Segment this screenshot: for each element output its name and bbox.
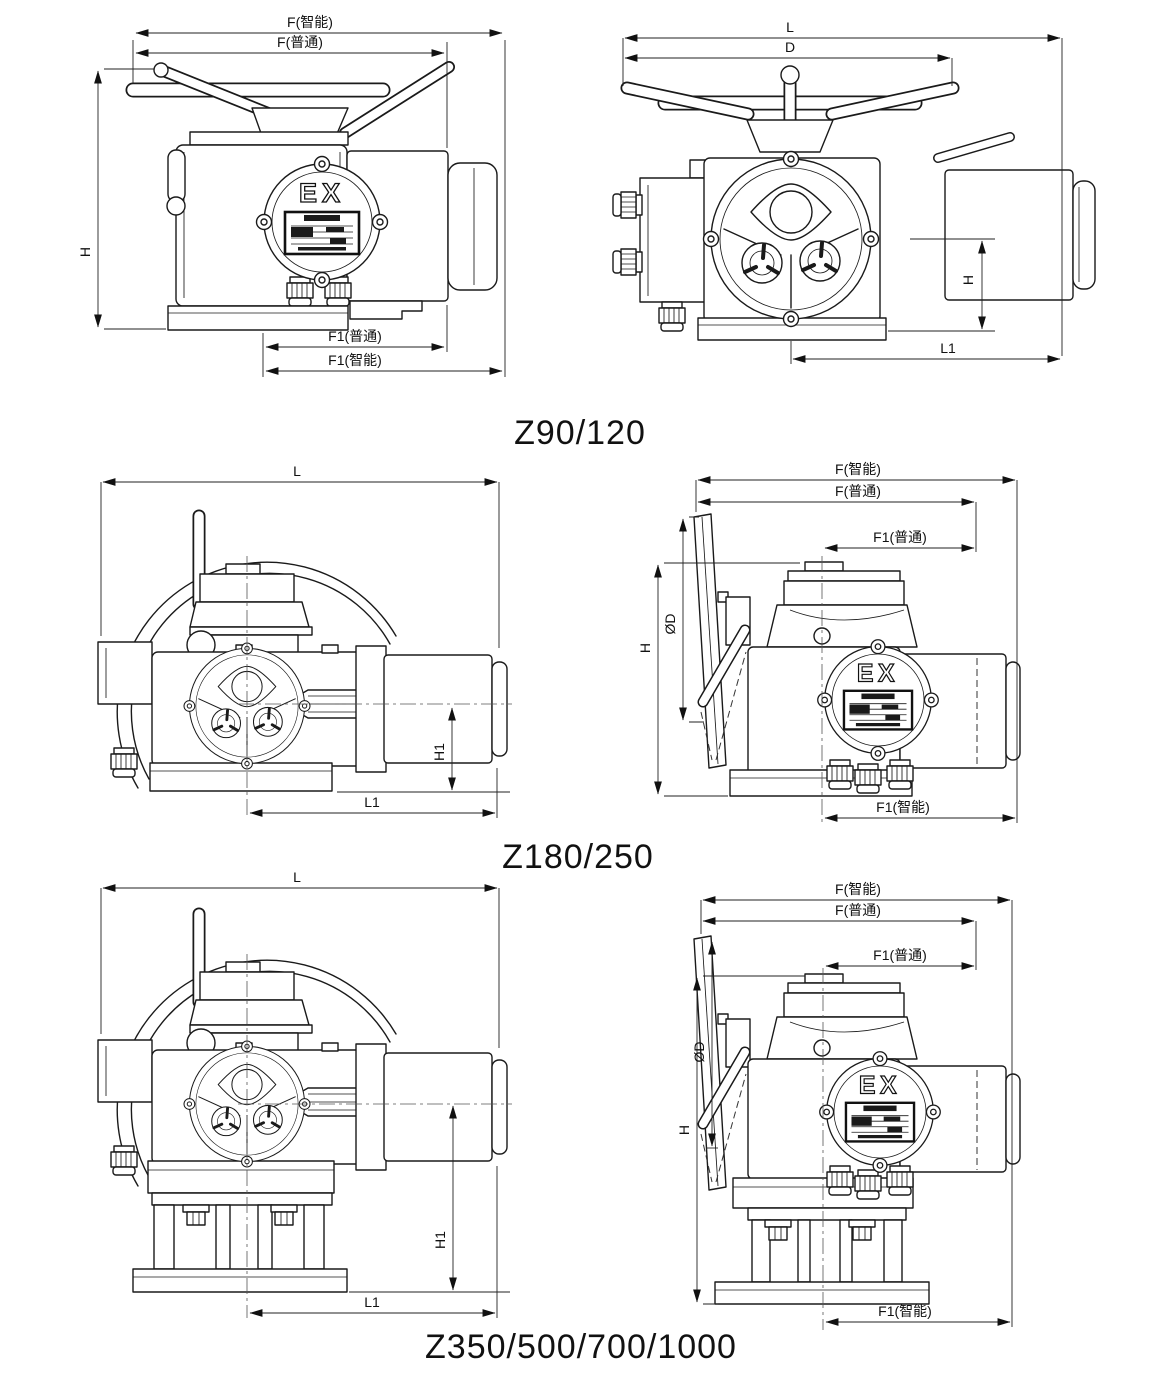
dim-label-f1-normal: F1(普通) [328,328,382,344]
dim-label-h: H [77,247,93,257]
dimensions-z180-front: F(智能) F(普通) F1(普通) H ØD F1(智能) [637,461,1018,823]
base-plate [149,762,333,792]
base-plate [697,317,887,341]
handwheel [125,61,455,139]
dim-label-f1-smart: F1(智能) [328,352,382,368]
top-compartment [766,973,918,1060]
dim-label-f1-smart: F1(智能) [876,799,930,815]
view-z350-front: F(智能) F(普通) F1(普通) H ØD F1(智能) [676,881,1021,1330]
dim-label-l1: L1 [364,794,380,810]
dim-label-l: L [293,463,301,479]
dim-label-l1: L1 [940,340,956,356]
dim-label-f1-normal: F1(普通) [873,947,927,963]
dimensions-z90-front: L D H L1 [622,19,1063,364]
dim-label-f-smart: F(智能) [835,881,881,897]
dimensions-z350-side: L H1 L1 [100,869,510,1318]
dim-label-phi-d: ØD [662,614,678,635]
dim-label-h: H [960,275,976,285]
view-z90-front: L D H L1 [612,19,1096,364]
dim-label-f-normal: F(普通) [835,483,881,499]
caption-z180: Z180/250 [502,838,654,876]
dim-label-f-smart: F(智能) [287,14,333,30]
dim-label-f1-smart: F1(智能) [878,1303,932,1319]
top-compartment [766,561,918,648]
view-z180-side: L H1 L1 [97,463,512,818]
dim-label-f1-normal: F1(普通) [873,529,927,545]
terminal-box [97,1039,153,1176]
motor [933,132,1096,301]
dim-label-d: D [785,39,795,55]
dim-label-f-smart: F(智能) [835,461,881,477]
base-plate [167,305,349,331]
pedestal-base [132,1160,348,1293]
dim-label-phi-d: ØD [691,1042,707,1063]
base-plate [729,769,913,797]
handwheel [620,65,960,153]
motor [355,1043,508,1171]
motor [355,645,508,773]
caption-z350: Z350/500/700/1000 [425,1328,737,1366]
view-z350-side: L H1 L1 [97,869,512,1318]
dim-label-l: L [786,19,794,35]
view-z180-front: F(智能) F(普通) F1(普通) H ØD F1(智能) [637,461,1021,824]
dim-label-h1: H1 [431,743,447,761]
motor [346,150,498,320]
dim-label-h1: H1 [432,1231,448,1249]
dim-label-h: H [637,643,653,653]
dim-label-l1: L1 [364,1294,380,1310]
dimensions-z180-side: L H1 L1 [100,463,510,818]
dim-label-f-normal: F(普通) [277,34,323,50]
declutch-lever [167,149,186,203]
dim-label-h: H [676,1125,692,1135]
caption-z90: Z90/120 [514,414,646,452]
dim-label-l: L [293,869,301,885]
pedestal-base [714,1177,930,1305]
view-z90-side: F(智能) F(普通) H F1(普通) F1(智能) [77,14,506,377]
dim-label-f-normal: F(普通) [835,902,881,918]
terminal-box [97,641,153,778]
handwheel-edge [693,513,751,769]
dimensions-z350-front: F(智能) F(普通) F1(普通) H ØD F1(智能) [676,881,1013,1327]
terminal-box [612,159,709,332]
dimensions-z90-side: F(智能) F(普通) H F1(普通) F1(智能) [77,14,506,377]
